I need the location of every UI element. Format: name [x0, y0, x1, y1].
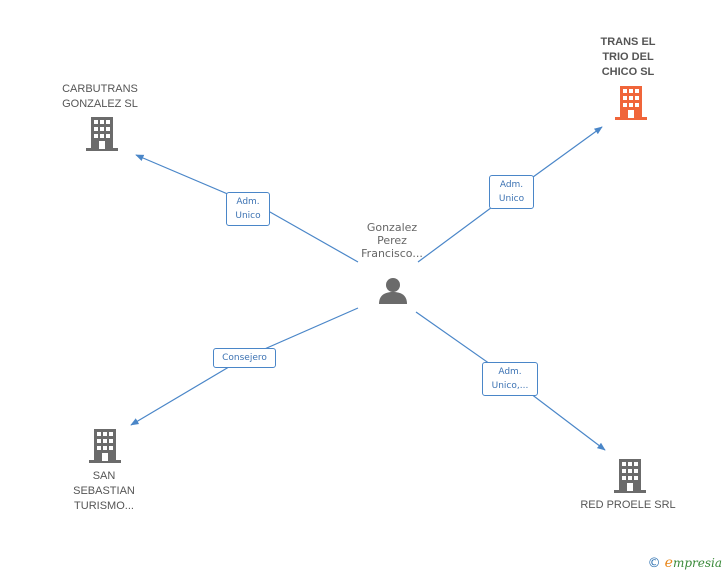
building-icon[interactable]: [615, 86, 647, 120]
center-name-line: Gonzalez: [366, 221, 418, 234]
brand-initial: e: [664, 555, 673, 571]
center-name-line: Francisco...: [361, 247, 423, 260]
company-label-line: TRANS EL: [600, 36, 656, 48]
relation-label-red-proele[interactable]: Adm. Unico,...: [482, 362, 538, 396]
empresia-logo[interactable]: ©empresia: [648, 555, 722, 571]
company-label-san-sebastian[interactable]: SAN SEBASTIAN TURISMO...: [52, 469, 156, 514]
relation-label-line: Adm.: [498, 367, 522, 377]
company-label-line: SAN: [92, 470, 116, 482]
edge-carbutrans: [135, 154, 359, 263]
company-label-line: TURISMO...: [74, 500, 134, 512]
company-label-line: CARBUTRANS: [62, 83, 138, 95]
relation-label-line: Consejero: [222, 353, 267, 363]
center-person-name[interactable]: Gonzalez Perez Francisco...: [340, 221, 444, 260]
company-label-line: SEBASTIAN: [73, 485, 135, 497]
edges: [130, 126, 606, 451]
relation-label-line: Unico: [498, 194, 525, 204]
building-icon[interactable]: [89, 429, 121, 463]
relation-label-line: Adm.: [499, 180, 524, 190]
brand-name: mpresia: [672, 556, 722, 570]
company-label-line: TRIO DEL: [602, 51, 654, 63]
relation-label-san-sebastian[interactable]: Consejero: [213, 348, 276, 368]
center-name-line: Perez: [377, 234, 407, 247]
relation-label-carbutrans[interactable]: Adm. Unico: [226, 192, 270, 226]
relation-label-line: Unico,...: [491, 381, 529, 391]
relation-label-line: Adm.: [236, 197, 260, 207]
company-label-line: CHICO SL: [601, 66, 655, 78]
company-label-line: RED PROELE SRL: [580, 499, 676, 511]
company-label-line: GONZALEZ SL: [62, 98, 138, 110]
company-label-red-proele[interactable]: RED PROELE SRL: [572, 498, 684, 513]
company-label-trans-el-trio[interactable]: TRANS EL TRIO DEL CHICO SL: [578, 35, 678, 80]
building-icon[interactable]: [86, 117, 118, 151]
building-icon[interactable]: [614, 459, 646, 493]
relation-label-line: Unico: [235, 211, 261, 221]
relation-label-trans-el-trio[interactable]: Adm. Unico: [489, 175, 534, 209]
person-icon[interactable]: [378, 276, 408, 304]
copyright-icon: ©: [647, 556, 661, 571]
company-label-carbutrans[interactable]: CARBUTRANS GONZALEZ SL: [40, 82, 160, 112]
